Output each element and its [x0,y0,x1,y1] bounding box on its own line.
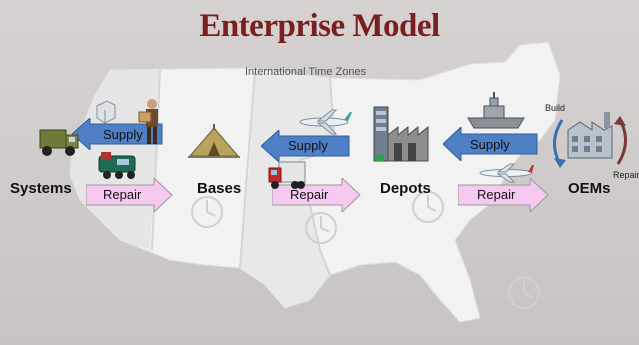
truck-icon [39,129,79,156]
supply-label: Supply [103,127,143,142]
clock-icon [412,191,444,223]
box-carrier-icon [138,99,158,144]
cycle-arrow-icon [553,116,627,168]
supply-arrow [72,118,163,150]
clock-icon [305,212,337,244]
node-bases: Bases [197,180,242,197]
time-zone-divider [151,69,161,251]
jet-icon [479,163,534,183]
ship-icon [467,92,525,129]
build-label: Build [545,103,566,113]
warehouse-icon [373,106,429,162]
parcel-icon [96,100,116,124]
supply-label: Supply [288,138,328,153]
clock-icon [508,277,540,309]
node-oems: OEMs [568,180,611,197]
repair-label: Repair [103,187,142,202]
locomotive-icon [98,152,136,179]
repair-arrow [86,178,173,212]
factory-icon [567,112,613,159]
tent-icon [188,124,240,158]
us-map-landmass [69,41,561,323]
node-depots: Depots [380,180,431,197]
repair-arrow [458,178,549,212]
time-zone-divider [239,71,256,269]
clock-icon [191,196,223,228]
supply-label: Supply [470,137,510,152]
supply-arrow [443,127,538,161]
repair-label: Repair [477,187,516,202]
repair-label: Repair [290,187,329,202]
oem-repair-label: Repair [613,170,639,180]
semi-truck-icon [268,161,306,189]
page-title: Enterprise Model [199,8,440,44]
node-systems: Systems [10,180,72,197]
page-subtitle: International Time Zones [245,66,367,78]
supply-arrow [261,130,350,162]
airplane-icon [299,109,352,135]
